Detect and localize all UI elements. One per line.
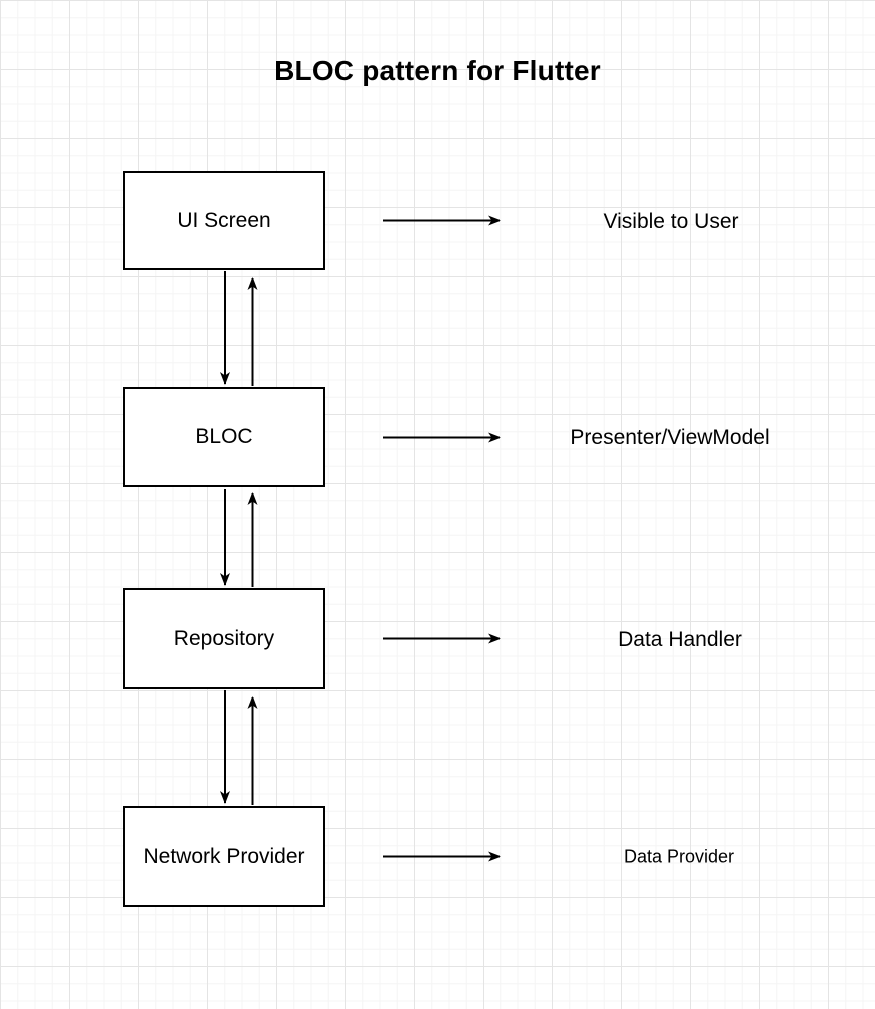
annotation-data-handler: Data Handler bbox=[618, 628, 742, 651]
annotation-presenter-viewmodel: Presenter/ViewModel bbox=[570, 426, 770, 449]
node-ui-screen-label: UI Screen bbox=[177, 208, 271, 232]
node-repository-label: Repository bbox=[173, 626, 275, 650]
annotation-visible-to-user: Visible to User bbox=[603, 210, 739, 233]
node-network-provider: Network Provider bbox=[123, 806, 325, 907]
node-bloc: BLOC bbox=[123, 387, 325, 487]
node-bloc-label: BLOC bbox=[195, 425, 253, 448]
node-network-provider-label: Network Provider bbox=[143, 844, 305, 868]
diagram-title: BLOC pattern for Flutter bbox=[274, 55, 601, 86]
node-repository: Repository bbox=[123, 588, 325, 689]
node-ui-screen: UI Screen bbox=[123, 171, 325, 270]
annotation-data-provider: Data Provider bbox=[623, 846, 735, 867]
